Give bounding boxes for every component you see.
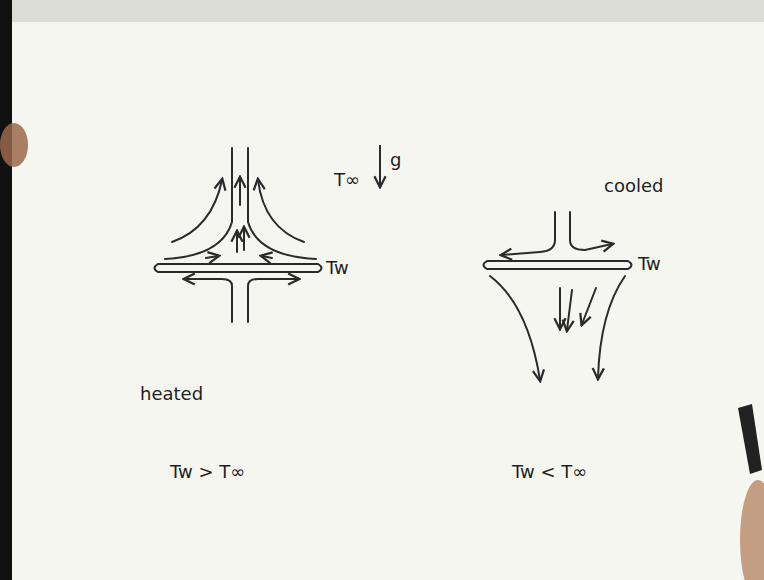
board-edge (0, 0, 12, 580)
cooled-note: cooled (604, 176, 663, 196)
condition-label: Tw < T∞ (512, 462, 587, 482)
gravity-arrow (379, 145, 381, 186)
ambient-temperature: T∞ (334, 170, 360, 190)
pen-and-hand (738, 404, 764, 580)
condition-label: Tw > T∞ (170, 462, 245, 482)
hand (0, 123, 28, 167)
wall-temperature: Tw (326, 258, 349, 278)
board-surface (12, 22, 764, 580)
wall-temperature: Tw (638, 254, 661, 274)
heated-plate-flow (155, 148, 322, 322)
heated-note: heated (140, 384, 203, 404)
gravity-symbol: g (390, 150, 401, 170)
cooled-plate-flow (484, 212, 632, 380)
